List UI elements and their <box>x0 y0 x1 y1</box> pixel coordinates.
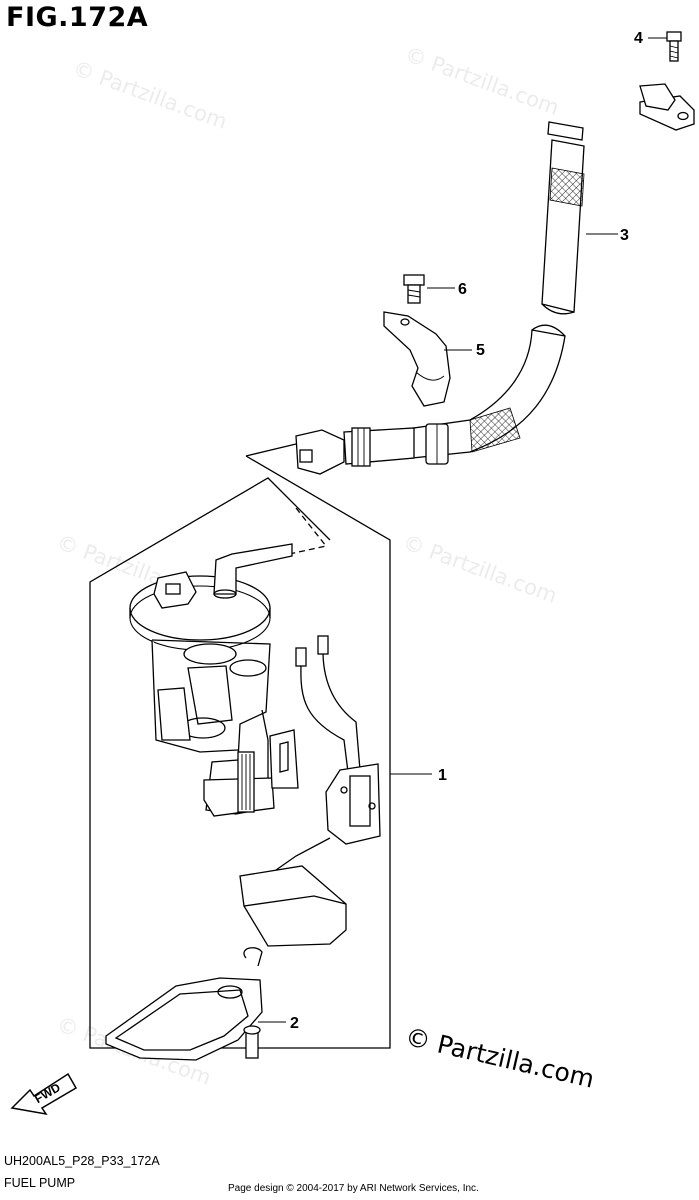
fuel-hose-part-3 <box>295 64 695 475</box>
fwd-arrow-icon: FWD <box>10 1062 80 1123</box>
filter-part-2 <box>105 947 263 1061</box>
figure-title: FIG.172A <box>6 2 149 33</box>
callout-3: 3 <box>620 227 629 244</box>
callout-2: 2 <box>290 1015 299 1032</box>
diagram-subtitle: FUEL PUMP <box>4 1176 76 1190</box>
copyright-footer: Page design © 2004-2017 by ARI Network S… <box>228 1183 479 1194</box>
clamp-bracket-part-5 <box>383 311 451 407</box>
fuel-pump-unit <box>129 543 299 817</box>
bolt-part-6 <box>403 274 425 304</box>
diagram-code: UH200AL5_P28_P33_172A <box>4 1154 160 1168</box>
callout-1: 1 <box>438 767 447 784</box>
fuel-level-sender <box>239 635 381 947</box>
callout-5: 5 <box>476 342 485 359</box>
callout-4: 4 <box>634 30 643 47</box>
callout-leaders <box>258 37 667 1023</box>
callout-6: 6 <box>458 281 467 298</box>
bolt-part-4 <box>666 31 682 62</box>
